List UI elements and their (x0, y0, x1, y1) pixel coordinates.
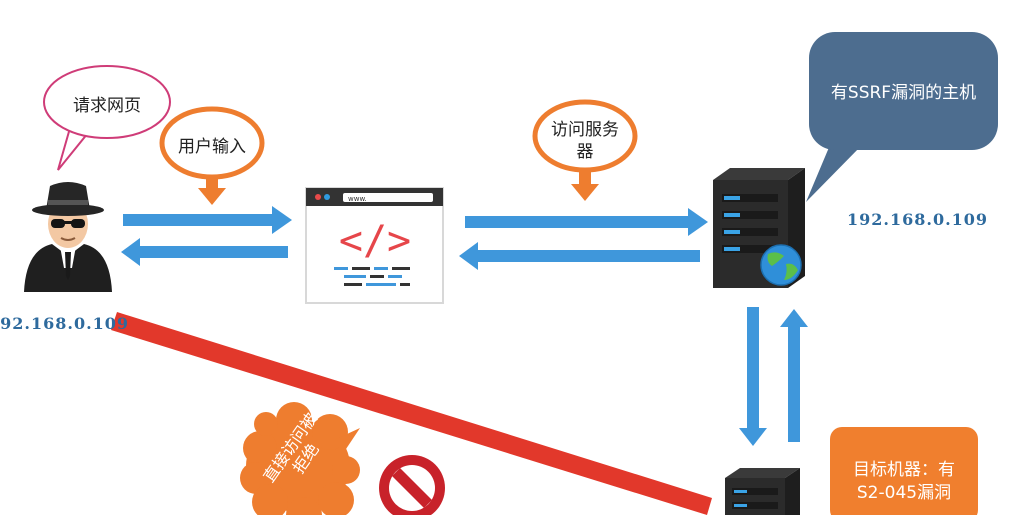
server-target-arrows (739, 307, 808, 446)
code-symbol: </> (339, 218, 411, 264)
no-entry-icon (379, 455, 445, 515)
request-page-bubble (43, 65, 171, 171)
request-page-label: 请求网页 (73, 96, 141, 116)
access-server-label-line2: 器 (576, 142, 594, 162)
server-globe-icon (713, 168, 805, 288)
user-input-bubble (159, 106, 265, 205)
browser-server-arrows (459, 208, 708, 270)
blocked-cloud-bubble (240, 402, 360, 515)
browser-url-text: www. (348, 195, 367, 203)
target-box (830, 427, 978, 515)
attacker-browser-arrows (121, 206, 292, 266)
access-server-bubble (532, 99, 638, 201)
blocked-access-line (111, 312, 712, 515)
ssrf-host-label: 有SSRF漏洞的主机 (830, 83, 977, 103)
ssrf-host-ip: 192.168.0.109 (847, 210, 989, 229)
server-icon (725, 468, 800, 515)
attacker-ip: 192.168.0.109 (0, 314, 130, 333)
target-label-line2: S2-045漏洞 (856, 483, 952, 503)
target-label-line1: 目标机器：有 (853, 460, 955, 480)
user-input-label: 用户输入 (178, 137, 246, 157)
access-server-label-line1: 访问服务 (551, 120, 619, 140)
ssrf-host-box (806, 32, 998, 202)
hacker-icon (24, 182, 112, 292)
browser-code-icon: www. </> (305, 187, 444, 304)
